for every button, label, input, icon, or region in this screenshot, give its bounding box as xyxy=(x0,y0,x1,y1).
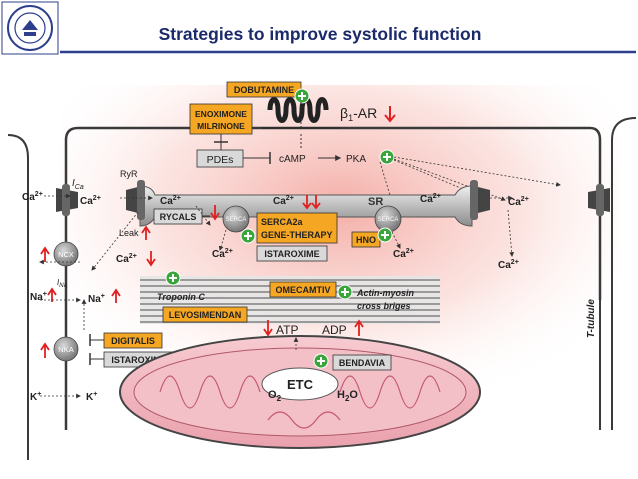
na-extracellular: Na+ xyxy=(30,291,47,303)
ca-sr-double-down-arrow xyxy=(302,195,321,210)
ryr-label: RyR xyxy=(120,169,138,179)
hno-plus-icon xyxy=(377,227,393,243)
nka-label: NKA xyxy=(58,345,73,354)
university-seal-icon xyxy=(1,1,59,55)
t-tubule-label: T-tubule xyxy=(586,299,597,338)
t-tubule-right-wall xyxy=(611,117,637,430)
troponin-c-label: Troponin C xyxy=(157,292,205,302)
ina-label: INa xyxy=(57,278,68,289)
hno-label: HNO xyxy=(356,235,376,245)
actin-myosin-line2: cross briges xyxy=(357,301,411,311)
flux-arrows xyxy=(39,193,515,399)
istaroxime-serca-box xyxy=(256,245,328,262)
levosimendan-box xyxy=(162,306,248,323)
adp-up-arrow xyxy=(354,319,364,336)
serca2a-plus-icon xyxy=(240,228,256,244)
omecamtiv-box xyxy=(269,281,337,298)
troponin-c-plus-icon xyxy=(165,270,181,286)
serca2a-box xyxy=(256,212,338,244)
svg-text:β1-AR: β1-AR xyxy=(340,105,377,123)
atp-label: ATP xyxy=(276,323,298,337)
ca-leak-down-arrow xyxy=(146,251,156,267)
ca-serca-left: Ca2+ xyxy=(212,248,233,260)
ca-release-left: Ca2+ xyxy=(160,195,181,207)
serca2a-line2: GENE-THERAPY xyxy=(261,230,333,240)
digitalis-box xyxy=(103,332,163,349)
pka-plus-icon xyxy=(379,149,395,165)
ryr-channel-right-icon xyxy=(470,180,490,220)
camp-label: cAMP xyxy=(279,154,306,165)
bendavia-label: BENDAVIA xyxy=(339,358,386,368)
omecamtiv-plus-icon xyxy=(337,284,353,300)
rycals-down-arrow xyxy=(210,205,220,221)
beta1-ar-label: β1-AR xyxy=(340,105,396,123)
ncx-up-arrow xyxy=(40,246,50,262)
serca2a-line1: SERCA2a xyxy=(261,217,304,227)
adp-label: ADP xyxy=(322,323,347,337)
ca-sr-lumen: Ca2+ xyxy=(273,195,294,207)
omecamtiv-label: OMECAMTIV xyxy=(276,285,331,295)
bendavia-plus-icon xyxy=(313,353,329,369)
ica-label: ICa xyxy=(72,178,84,191)
pka-targets xyxy=(379,156,561,213)
h2o-label: H2O xyxy=(337,389,358,403)
ca-cytosol-right: Ca2+ xyxy=(498,259,519,271)
sarcolemma-outer-left xyxy=(7,134,29,460)
ca-ttubule-right: Ca2+ xyxy=(508,196,529,208)
ca-release-right: Ca2+ xyxy=(420,193,441,205)
na-intracellular-up-arrow xyxy=(111,288,121,303)
atp-down-arrow xyxy=(263,320,273,337)
milrinone-label: MILRINONE xyxy=(197,121,245,131)
pdes-label: PDEs xyxy=(207,154,234,166)
bendavia-box xyxy=(332,354,392,371)
enoximone-label: ENOXIMONE xyxy=(195,109,247,119)
digitalis-label: DIGITALIS xyxy=(111,336,155,346)
nka-up-arrow xyxy=(40,342,50,358)
header: Strategies to improve systolic function xyxy=(1,1,636,55)
ca-cytosol-left: Ca2+ xyxy=(80,195,101,207)
istaroxime-nka-label: ISTAROXIME xyxy=(111,355,166,365)
pka-label: PKA xyxy=(346,154,366,165)
ca-leak: Ca2+ xyxy=(116,253,137,265)
leak-label: Leak xyxy=(119,228,139,238)
ncx-transporter-icon xyxy=(53,241,79,267)
serca-right-label: SERCA xyxy=(378,217,399,223)
na-intracellular: Na+ xyxy=(88,293,105,305)
dobutamine-label: DOBUTAMINE xyxy=(234,85,294,95)
l-type-channel-left-icon xyxy=(56,184,78,216)
levosimendan-label: LEVOSIMENDAN xyxy=(169,310,242,320)
k-extracellular: K+ xyxy=(30,391,41,403)
nka-pump-icon xyxy=(53,336,79,362)
ca-extracellular-left: Ca2+ xyxy=(22,191,43,203)
page-title: Strategies to improve systolic function xyxy=(159,24,482,44)
istaroxime-serca-label: ISTAROXIME xyxy=(264,249,319,259)
serca-left-label: SERCA xyxy=(226,217,247,223)
rycals-label: RYCALS xyxy=(160,212,197,222)
k-intracellular: K+ xyxy=(86,391,97,403)
ryr-channel-left-icon xyxy=(126,180,145,220)
l-type-channel-right-icon xyxy=(588,184,610,216)
sr-label: SR xyxy=(368,196,383,208)
mitochondrion xyxy=(119,335,481,449)
serca-pump-left-icon xyxy=(222,205,250,233)
ncx-label: NCX xyxy=(58,250,74,259)
actin-myosin-line1: Actin-myosin xyxy=(356,288,415,298)
etc-label: ETC xyxy=(287,377,314,392)
ca-serca-right: Ca2+ xyxy=(393,248,414,260)
beta1-down-arrow xyxy=(384,106,396,123)
leak-up-arrow xyxy=(141,225,151,240)
dobutamine-plus-icon xyxy=(294,88,310,104)
o2-label: O2 xyxy=(268,389,282,403)
